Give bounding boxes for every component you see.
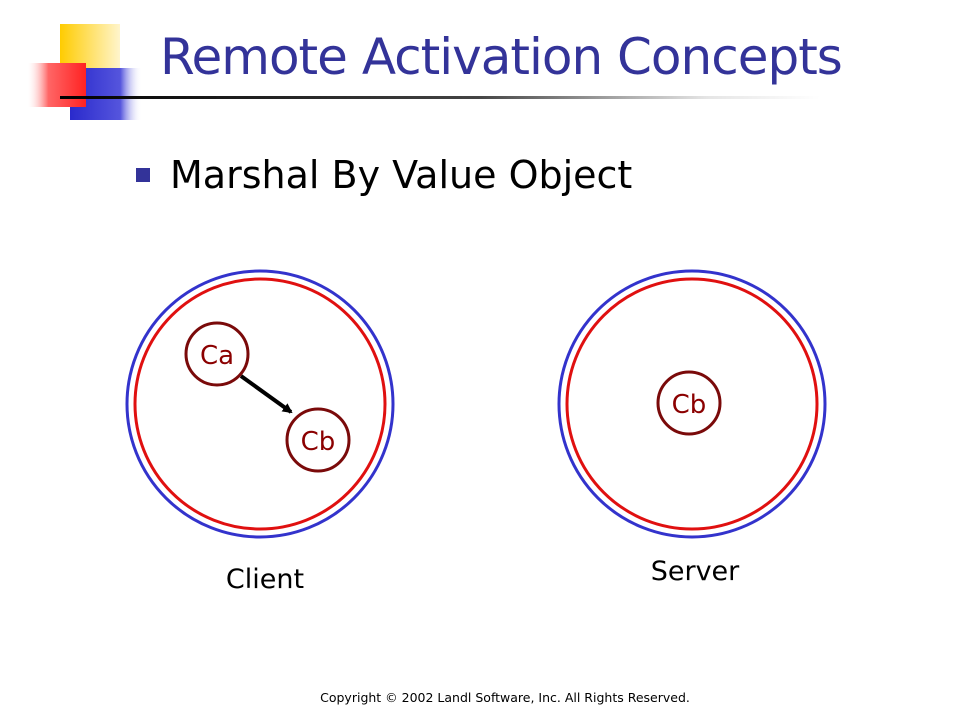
decorative-corner-squares [0,0,150,125]
client-object-cb: Cb [285,407,351,473]
title-underline [60,96,820,99]
server-label: Server [651,556,740,587]
slide-title: Remote Activation Concepts [160,28,843,86]
server-outer-ring [557,269,827,539]
square-bullet-icon [136,168,150,182]
client-process: Ca Cb Client [125,269,395,595]
reference-arrow [239,374,293,414]
server-object-cb: Cb [656,370,722,436]
client-inner-ring [133,277,387,531]
client-label: Client [226,564,304,595]
bullet-text: Marshal By Value Object [170,153,633,197]
object-label-cb-client: Cb [301,427,336,457]
red-square [28,63,86,107]
client-object-ca: Ca [184,321,250,387]
server-inner-ring [565,277,819,531]
copyright-footer: Copyright © 2002 Landl Software, Inc. Al… [320,690,690,705]
server-process: Cb Server [557,269,827,587]
object-label-cb-server: Cb [672,390,707,420]
client-outer-ring [125,269,395,539]
object-label-ca: Ca [200,341,234,371]
